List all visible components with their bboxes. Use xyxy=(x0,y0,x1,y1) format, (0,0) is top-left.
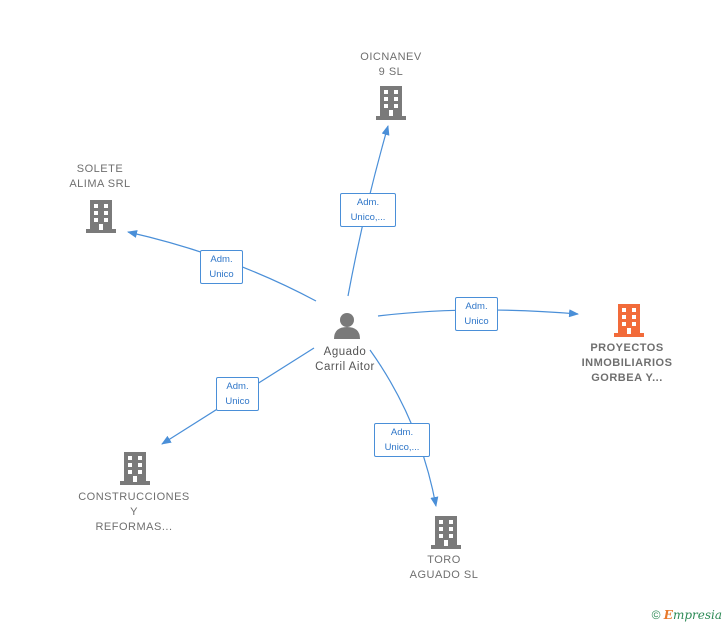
company-label-construcciones[interactable]: CONSTRUCCIONES Y REFORMAS... xyxy=(78,491,190,533)
building-icon[interactable] xyxy=(376,86,406,120)
edge-role-oicnanev[interactable]: Adm. Unico,... xyxy=(340,193,396,227)
building-icon[interactable] xyxy=(86,200,116,233)
company-label-oicnanev[interactable]: OICNANEV 9 SL xyxy=(360,51,422,78)
brand-logo: Empresia xyxy=(663,608,722,622)
edge-role-proyectos[interactable]: Adm. Unico xyxy=(455,297,498,331)
building-icon-highlighted[interactable] xyxy=(614,304,644,337)
person-icon[interactable] xyxy=(334,313,360,339)
company-label-toro[interactable]: TORO AGUADO SL xyxy=(409,554,479,581)
edge-role-solete[interactable]: Adm. Unico xyxy=(200,250,243,284)
edge-role-construcciones[interactable]: Adm. Unico xyxy=(216,377,259,411)
brand-watermark: © Empresia xyxy=(652,608,722,622)
building-icon[interactable] xyxy=(431,516,461,549)
copyright-icon: © xyxy=(651,608,661,622)
edge-role-toro[interactable]: Adm. Unico,... xyxy=(374,423,430,457)
building-icon[interactable] xyxy=(120,452,150,485)
company-label-proyectos[interactable]: PROYECTOS INMOBILIARIOS GORBEA Y... xyxy=(581,342,673,384)
person-label[interactable]: Aguado Carril Aitor xyxy=(315,346,375,373)
company-label-solete[interactable]: SOLETE ALIMA SRL xyxy=(69,163,131,190)
